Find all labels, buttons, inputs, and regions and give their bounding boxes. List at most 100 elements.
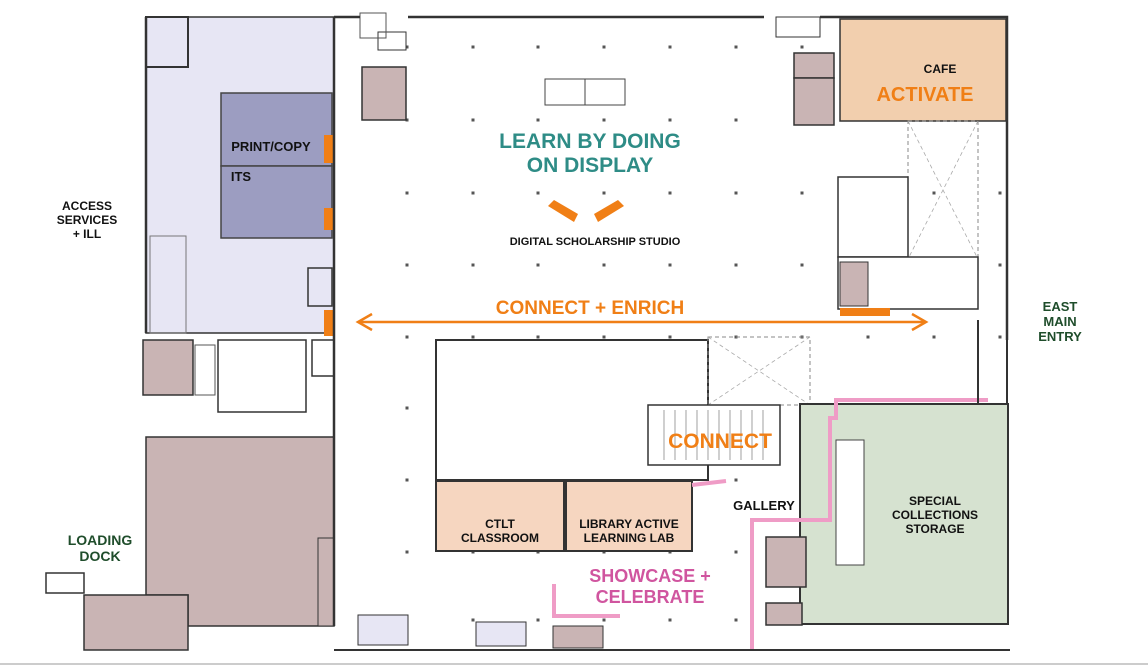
book-storage [317, 537, 335, 627]
storage-west [142, 339, 194, 396]
grid-dot [471, 335, 475, 339]
special-pink-boundary [750, 398, 988, 650]
grid-dot [536, 118, 540, 122]
stair-north [359, 12, 387, 39]
grid-dot [800, 263, 804, 267]
open-to-above-center [707, 336, 811, 406]
grid-dot [602, 118, 606, 122]
stair-west [194, 344, 216, 396]
grid-dot [405, 335, 409, 339]
grid-dot [471, 118, 475, 122]
storage-se [765, 602, 803, 626]
grid-dot [932, 191, 936, 195]
activate-label: ACTIVATE [876, 84, 974, 106]
cafe-label: CAFE [923, 62, 957, 76]
connect-enrich-label: CONNECT + ENRICH [495, 298, 685, 319]
learn-by-doing-label: LEARN BY DOING ON DISPLAY [499, 130, 681, 178]
group-study-1 [544, 78, 586, 106]
grid-dot [734, 118, 738, 122]
grid-dot [405, 118, 409, 122]
office-south [475, 621, 527, 647]
grid-dot [998, 335, 1002, 339]
stair-center [647, 404, 781, 466]
restroom-ne [837, 176, 909, 258]
grid-dot [602, 191, 606, 195]
its-label: ITS [230, 169, 252, 184]
grid-dot [734, 263, 738, 267]
shaft-west [311, 339, 335, 377]
west-stair-zone [149, 235, 187, 334]
storage-ne-lower [839, 261, 869, 307]
outer-wall-north [334, 15, 1009, 340]
grid-dot [405, 550, 409, 554]
central-block [435, 339, 709, 481]
telecom-north [361, 66, 407, 121]
group-study-2 [584, 78, 626, 106]
studio-chevron [548, 200, 624, 222]
access-services-label: ACCESS SERVICES + ILL [56, 199, 118, 241]
grid-dot [471, 263, 475, 267]
connect-enrich-arrow [355, 312, 929, 332]
electrical-ne [793, 77, 835, 126]
storage-center-south [552, 625, 604, 649]
mechanical-unit [307, 267, 333, 307]
east-main-entry-label: EAST MAIN ENTRY [1038, 299, 1082, 344]
showcase-boundary [552, 584, 620, 618]
grid-dot [536, 45, 540, 49]
grid-dot [932, 335, 936, 339]
orange-marker-its-2 [324, 310, 333, 336]
grid-dot [536, 618, 540, 622]
print-copy-room [220, 92, 333, 167]
its-room [220, 165, 333, 239]
grid-dot [998, 191, 1002, 195]
grid-dot [602, 618, 606, 622]
special-collections-label: SPECIAL COLLECTIONS STORAGE [892, 494, 978, 536]
stair-treads [663, 410, 764, 460]
library-active-lab-room [565, 480, 693, 552]
orange-marker-print [324, 135, 333, 163]
it-storage-ne [775, 16, 821, 38]
orange-marker-ne [840, 308, 890, 316]
grid-dot [734, 478, 738, 482]
grid-dot [405, 45, 409, 49]
it-storage-north [377, 31, 407, 51]
grid-dot [734, 618, 738, 622]
open-center-diag-1 [707, 336, 811, 406]
gallery-label: GALLERY [733, 498, 795, 513]
grid-dot [800, 191, 804, 195]
loading-dock-door [45, 572, 85, 594]
grid-dot [734, 191, 738, 195]
special-collections-zone [799, 403, 1009, 625]
grid-dot [536, 335, 540, 339]
grid-dot [536, 263, 540, 267]
grid-dot [405, 263, 409, 267]
loading-lower-rooms [83, 594, 189, 651]
telecom-se [765, 536, 807, 588]
storage-ne [793, 52, 835, 79]
connect-label: CONNECT [668, 430, 772, 453]
grid-dot [668, 263, 672, 267]
loading-dock-label: LOADING DOCK [67, 532, 133, 565]
grid-dot [668, 45, 672, 49]
ctlt-classroom-label: CTLT CLASSROOM [461, 517, 539, 545]
gallery-boundary [691, 479, 727, 487]
east-entry-walls [977, 320, 1008, 405]
mechanical-pump-room [145, 16, 189, 68]
grid-dot [998, 263, 1002, 267]
grid-dot [536, 191, 540, 195]
grid-dot [668, 618, 672, 622]
open-center-diag-2 [707, 336, 811, 406]
library-active-label: LIBRARY ACTIVE LEARNING LAB [579, 517, 679, 545]
grid-dot [602, 45, 606, 49]
ctlt-classroom-room [435, 480, 565, 552]
grid-dot [734, 45, 738, 49]
special-collections-side [835, 439, 865, 566]
grid-dot [471, 191, 475, 195]
grid-dot [405, 478, 409, 482]
grid-dot [668, 191, 672, 195]
restroom-west [217, 339, 307, 413]
showcase-celebrate-label: SHOWCASE + CELEBRATE [589, 566, 711, 607]
orange-marker-its-1 [324, 208, 333, 230]
grid-dot [800, 45, 804, 49]
